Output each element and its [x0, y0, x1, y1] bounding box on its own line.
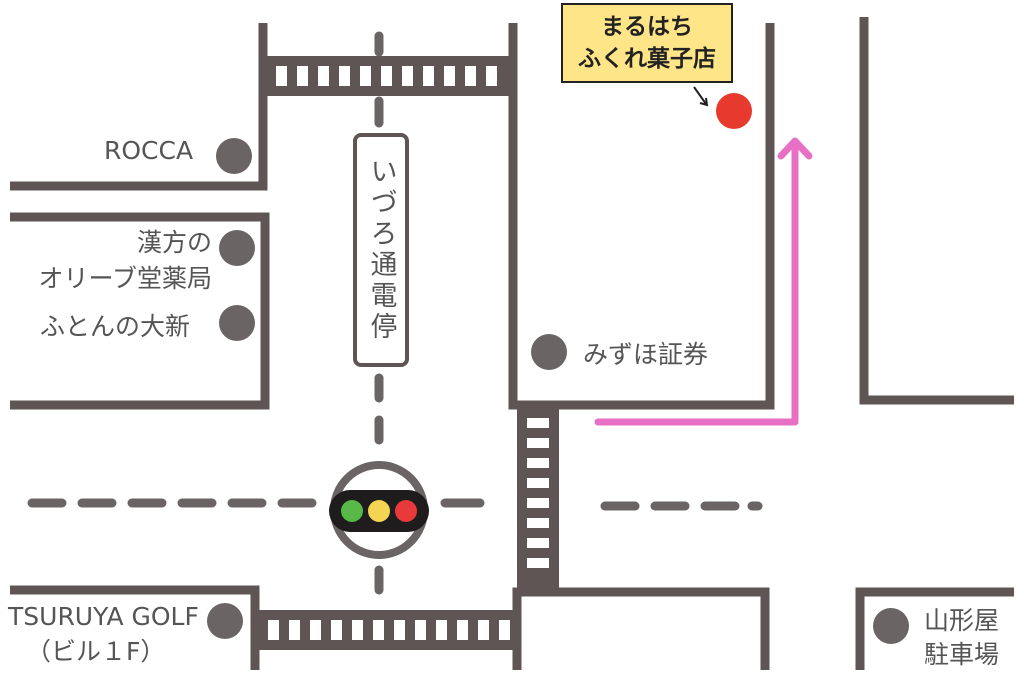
tram-stop-sign: いづろ通電停: [353, 133, 409, 367]
futon-label: ふとんの大新: [40, 312, 191, 341]
road-block-center: [508, 23, 775, 410]
callout-line2: ふくれ菓子店: [578, 46, 716, 72]
traffic-light-icon: [329, 461, 429, 559]
crosswalk-top: [266, 56, 510, 96]
tsuruya-label-line1: TSURUYA GOLF: [8, 602, 199, 631]
route-arrow: [594, 137, 813, 426]
yamagataya-label-line1: 山形屋: [924, 606, 1000, 635]
crosswalk-bottom: [258, 610, 514, 650]
callout-line1: まるはち: [601, 14, 693, 40]
callout-pointer: [693, 86, 709, 107]
kampo-marker: [219, 230, 255, 266]
tram-stop-label: いづろ通電停: [365, 157, 397, 343]
kampo-label-line1: 漢方の: [136, 228, 212, 257]
rocca-marker: [216, 138, 252, 174]
yamagataya-label-line2: 駐車場: [924, 640, 1000, 669]
tsuruya-marker: [207, 603, 243, 639]
futon-marker: [219, 305, 255, 341]
tram-line-dashes: [27, 31, 763, 595]
road-block-left-middle: [10, 212, 270, 410]
road-block-bottom-center: [512, 587, 770, 670]
crosswalk-vertical: [517, 409, 559, 589]
mizuho-label: みずほ証券: [583, 340, 709, 369]
road-block-right: [859, 17, 1014, 405]
yamagataya-marker: [873, 608, 909, 644]
destination-marker: [716, 93, 752, 129]
rocca-label: ROCCA: [104, 136, 194, 165]
road-block-bottom-right: [855, 587, 1014, 670]
mizuho-marker: [531, 334, 567, 370]
road-block-upper-left: [10, 23, 268, 191]
tsuruya-label-line2: （ビル１F）: [26, 637, 166, 666]
destination-callout: まるはち ふくれ菓子店: [561, 3, 733, 83]
road-block-bottom-left: [10, 585, 260, 670]
kampo-label-line2: オリーブ堂薬局: [38, 264, 212, 293]
